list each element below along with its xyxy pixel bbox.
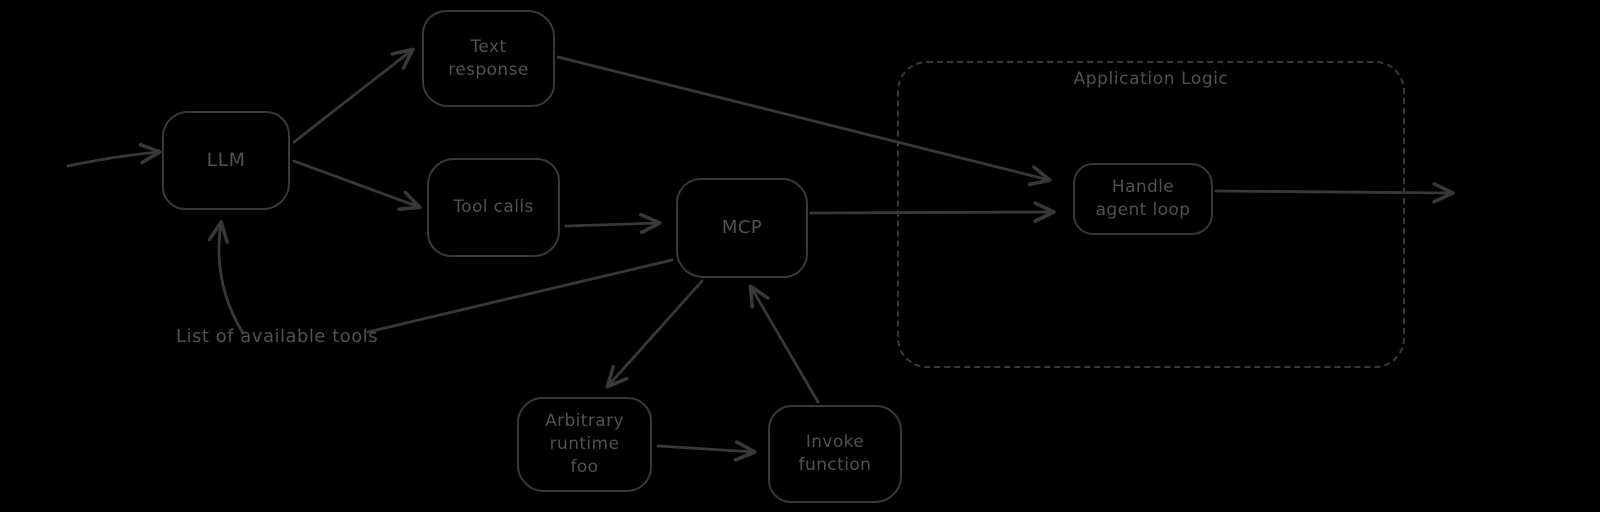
- arrow-tools-label-to-llm: [207, 220, 245, 335]
- node-arbitrary-runtime-foo: Arbitrary runtime foo: [517, 397, 652, 492]
- arrow-mcp-to-handle-agent-loop: [809, 201, 1056, 223]
- node-invoke-function: Invoke function: [768, 405, 902, 503]
- list-of-available-tools-label: List of available tools: [176, 326, 379, 347]
- line-mcp-to-tools-label: [366, 258, 674, 334]
- arrow-invoke-function-to-mcp: [748, 284, 820, 404]
- arrow-tool-calls-to-mcp: [564, 212, 662, 235]
- node-llm: LLM: [162, 111, 290, 210]
- arrow-handle-agent-loop-to-output: [1214, 182, 1455, 204]
- node-handle-agent-loop: Handle agent loop: [1073, 163, 1213, 235]
- node-invoke-function-label: Invoke function: [798, 432, 872, 475]
- node-text-response: Text response: [422, 10, 555, 107]
- arrow-mcp-to-arbitrary-runtime-foo: [605, 279, 704, 389]
- node-text-response-label: Text response: [448, 36, 529, 80]
- node-handle-agent-loop-label: Handle agent loop: [1095, 177, 1191, 220]
- node-mcp-label: MCP: [721, 216, 763, 238]
- arrow-text-response-to-handle-agent-loop: [556, 55, 1052, 187]
- node-tool-calls: Tool calls: [427, 158, 560, 257]
- arrow-llm-to-text-response: [292, 47, 415, 144]
- node-llm-label: LLM: [206, 148, 246, 171]
- node-arbitrary-runtime-foo-label: Arbitrary runtime foo: [545, 411, 624, 477]
- application-logic-title: Application Logic: [1073, 69, 1229, 89]
- arrow-arbitrary-to-invoke-function: [656, 440, 757, 462]
- arrow-input-to-llm: [66, 142, 162, 168]
- node-tool-calls-label: Tool calls: [453, 197, 534, 218]
- node-mcp: MCP: [676, 178, 808, 278]
- arrow-llm-to-tool-calls: [292, 159, 422, 211]
- application-logic-container: Application Logic: [897, 61, 1405, 368]
